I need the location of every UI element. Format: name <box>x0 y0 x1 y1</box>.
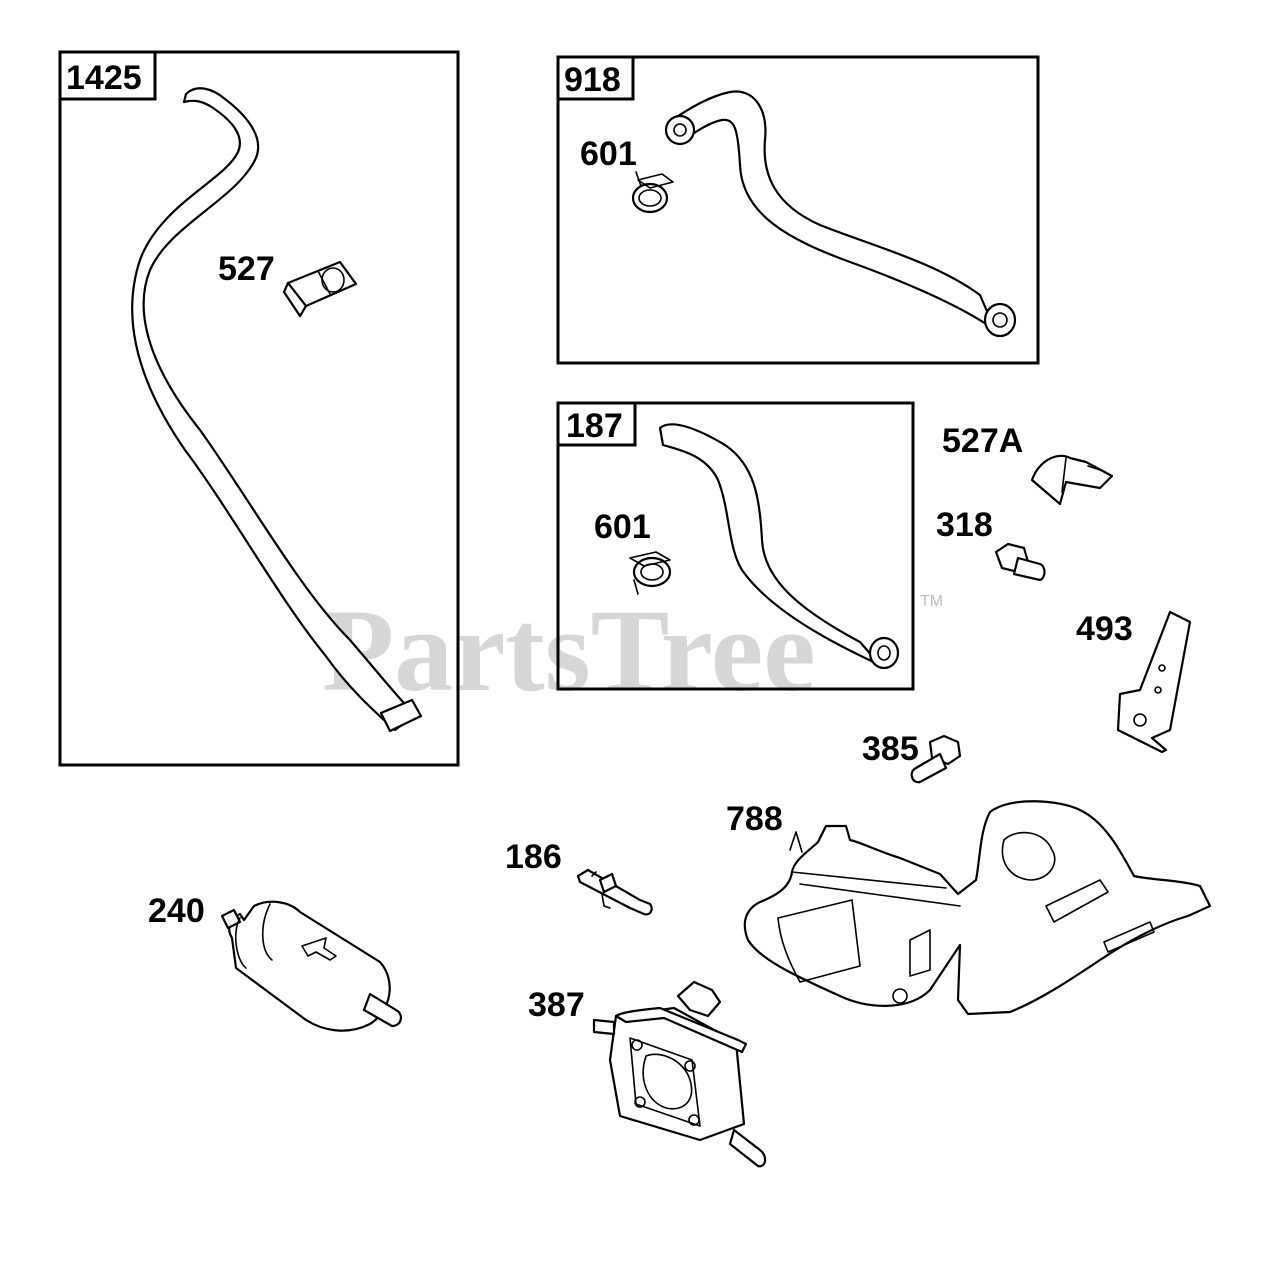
fuel-pump-387-part[interactable] <box>592 980 767 1168</box>
kit-918-tag <box>556 55 635 101</box>
bracket-788-part[interactable] <box>743 800 1212 1016</box>
hose-187-part[interactable] <box>658 423 900 670</box>
callout-601-mid: 601 <box>594 508 651 546</box>
kit-918-frame <box>556 55 1040 365</box>
clip-527A-part[interactable] <box>1030 454 1114 506</box>
callout-240: 240 <box>148 892 205 930</box>
callout-527A: 527A <box>942 422 1023 460</box>
fitting-186-part[interactable] <box>576 868 653 916</box>
callout-385: 385 <box>862 730 919 768</box>
bracket-493-part[interactable] <box>1116 610 1192 754</box>
long-fuel-line-part[interactable] <box>131 87 423 733</box>
callout-186: 186 <box>505 838 562 876</box>
kit-187-tag <box>556 401 637 447</box>
kit-187-number: 187 <box>566 407 623 445</box>
watermark-text: PartsTree <box>322 585 816 716</box>
kit-1425-tag <box>58 50 157 101</box>
clamp-601-top-part[interactable] <box>631 171 674 214</box>
bolt-318-part[interactable] <box>994 542 1046 582</box>
kit-1425-frame <box>58 50 460 767</box>
clamp-601-mid-part[interactable] <box>629 551 672 595</box>
kit-918-panel[interactable]: 918 601 <box>556 55 1040 365</box>
callout-493: 493 <box>1076 610 1133 648</box>
kit-918-number: 918 <box>564 61 621 99</box>
watermark-trademark: TM <box>920 593 943 610</box>
clip-527-part[interactable] <box>282 260 358 318</box>
fuel-filter-240-part[interactable] <box>220 900 402 1032</box>
bolt-385-part[interactable] <box>910 734 962 784</box>
callout-318: 318 <box>936 506 993 544</box>
callout-788: 788 <box>726 800 783 838</box>
kit-1425-panel[interactable]: 1425 527 <box>58 50 460 767</box>
callout-601-top: 601 <box>580 135 637 173</box>
hose-918-part[interactable] <box>664 90 1017 338</box>
kit-1425-number: 1425 <box>66 59 142 97</box>
kit-187-panel[interactable]: 187 601 <box>556 401 915 691</box>
callout-527: 527 <box>218 250 275 288</box>
callout-387: 387 <box>528 986 585 1024</box>
watermark: PartsTree TM <box>322 585 943 716</box>
kit-187-frame <box>556 401 915 691</box>
